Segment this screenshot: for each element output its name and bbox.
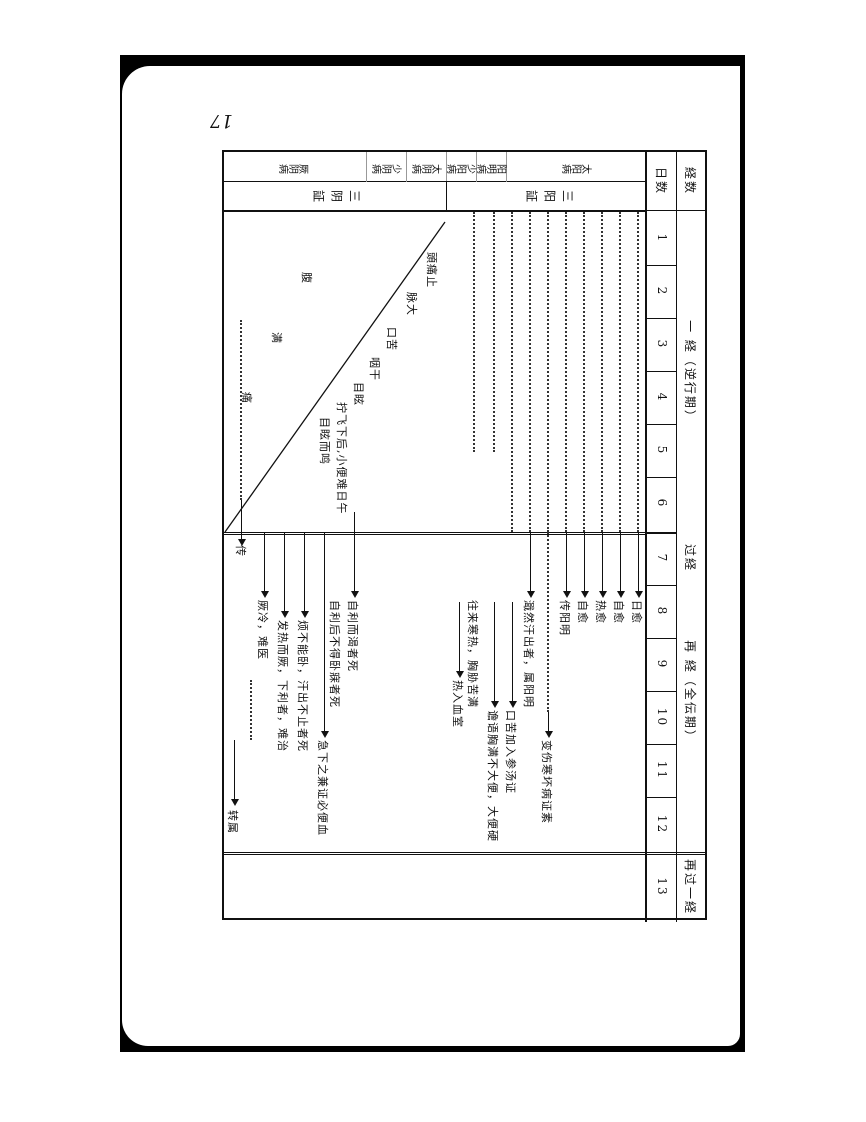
disease-progression-table: 経数 一 経（逆行期） 过経 再 経（全伝期） 再过一経 日数 1 2 3 4 … [222, 150, 707, 922]
outcome-lower-5: 发热而厥，下利者，难治 [276, 620, 289, 752]
period-4: 再过一経 [683, 858, 698, 915]
group-label-sanyang: 三阳証 [447, 181, 647, 210]
outcome-middle-2: 口苦加入参汤证 [504, 710, 517, 794]
day-4: 4 [655, 392, 669, 403]
outcome-middle-4: 往来寒热，胸胁苦满 [466, 600, 479, 708]
jueyin-label: 厥阴病 [279, 161, 310, 173]
header-periods-row: 経数 一 経（逆行期） 过経 再 経（全伝期） 再过一経 [676, 152, 705, 922]
shaoyin-label: 少阴病 [366, 152, 407, 182]
shaoyang-label: 少阳病 [446, 152, 477, 182]
progression-diagram: 日愈 自愈 热愈 自愈 传阳明 变伤寒坏病证素 濈然汗出者，属阳明 口苦加入参汤… [222, 212, 645, 920]
margin-label-zhuanshu: 转属 [226, 810, 239, 834]
disease-categories: 三阳証 太阳病 阳明病 少阳病 三阴証 太阴病 少阴病 厥阴病 [222, 152, 647, 212]
symptom-2: 脉大 [405, 292, 418, 316]
outcome-middle-1: 濈然汗出者，属阳明 [522, 600, 535, 708]
outcome-upper-1: 日愈 [630, 600, 643, 624]
period-3: 再 経（全伝期） [683, 640, 698, 744]
rishu-label: 日数 [654, 166, 669, 195]
taiyin-label: 太阴病 [406, 152, 447, 182]
left-label-1: 腹 [300, 272, 313, 284]
outcome-lower-6: 厥冷，难医 [256, 600, 269, 660]
outcome-upper-2: 自愈 [612, 600, 625, 624]
symptom-1: 頭痛止 [425, 252, 438, 288]
margin-label-chuan: 传 [234, 545, 247, 557]
group-label-sanyin: 三阴証 [222, 181, 447, 210]
group-sanyang: 三阳証 太阳病 阳明病 少阳病 [446, 152, 647, 210]
triangle-diagonal [224, 221, 446, 533]
day-1: 1 [655, 233, 669, 244]
rotated-table-container: 経数 一 経（逆行期） 过経 再 経（全伝期） 再过一経 日数 1 2 3 4 … [222, 150, 707, 922]
left-label-2: 满 [270, 332, 283, 344]
yangming-label: 阳明病 [476, 152, 507, 182]
outcome-upper-6: 变伤寒坏病证素 [540, 740, 553, 824]
day-9: 9 [655, 659, 669, 670]
symptom-6: 拧飞下后,小便难日午 [335, 402, 348, 515]
outcome-upper-4: 自愈 [576, 600, 589, 624]
day-11: 11 [655, 760, 669, 781]
symptom-5: 目眩 [352, 382, 365, 406]
outcome-lower-1: 自利而渴者死 [346, 600, 359, 672]
day-7: 7 [655, 553, 669, 564]
day-5: 5 [655, 445, 669, 456]
day-6: 6 [655, 498, 669, 509]
day-10: 10 [655, 707, 669, 728]
outcome-lower-3: 急下之兼证必便血 [316, 740, 329, 836]
outcome-middle-3: 谵语胸满不大便，大便硬 [486, 710, 499, 842]
day-3: 3 [655, 339, 669, 350]
page-sheet [122, 66, 740, 1046]
symptom-7: 目眩而鸣 [318, 417, 331, 465]
group-sanyin: 三阴証 太阴病 少阴病 厥阴病 [222, 152, 447, 210]
symptom-3: 口苦 [385, 327, 398, 351]
day-8: 8 [655, 606, 669, 617]
outcome-middle-5: 热入血室 [451, 680, 464, 728]
symptom-4: 咽干 [368, 357, 381, 381]
outcome-lower-2: 自利后不得卧寐者死 [328, 600, 341, 708]
outcome-upper-3: 热愈 [594, 600, 607, 624]
header-days-row: 日数 1 2 3 4 5 6 7 8 9 10 11 12 1 [645, 152, 677, 922]
page-number: 17 [210, 110, 233, 131]
taiyang-label: 太阳病 [506, 152, 647, 182]
jingshu-label: 経数 [683, 166, 698, 195]
outcome-lower-4: 烦不能卧，汗出不止者死 [296, 620, 309, 752]
day-12: 12 [655, 814, 669, 835]
day-13: 13 [655, 877, 669, 897]
outcome-upper-5: 传阳明 [558, 600, 571, 636]
day-2: 2 [655, 286, 669, 297]
